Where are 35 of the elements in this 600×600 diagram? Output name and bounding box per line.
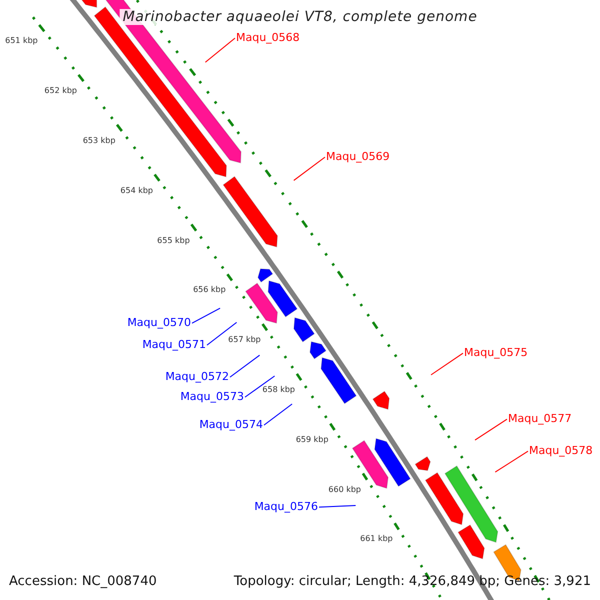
gene-label: Maqu_0577	[508, 412, 572, 425]
gene-label: Maqu_0574	[199, 418, 263, 431]
gene-label: Maqu_0575	[464, 346, 528, 359]
leader-line	[230, 354, 260, 378]
scale-label: 655 kbp	[157, 236, 190, 246]
leader-line	[293, 156, 326, 181]
scale-label: 653 kbp	[82, 136, 116, 146]
scale-label: 654 kbp	[120, 186, 154, 196]
gene-label: Maqu_0576	[254, 500, 318, 513]
scale-label: 656 kbp	[193, 285, 226, 296]
leader-line	[244, 375, 276, 398]
gene-label: Maqu_0573	[180, 390, 244, 403]
leader-line	[206, 322, 238, 346]
scale-label: 657 kbp	[228, 335, 261, 346]
scale-label: 651 kbp	[5, 36, 38, 46]
leader-line	[192, 308, 221, 324]
footer-text: Topology: circular; Length: 4,326,849 bp; Genes: 3,921	[234, 574, 591, 590]
leader-line	[204, 38, 236, 63]
scale-label: 660 kbp	[328, 484, 361, 495]
gene-label: Maqu_0570	[127, 316, 191, 329]
leader-line	[264, 403, 293, 426]
footer-text: Accession: NC_008740	[9, 574, 157, 590]
scale-label: 661 kbp	[360, 534, 393, 544]
gene-label: Maqu_0578	[529, 444, 593, 457]
leader-line	[318, 504, 356, 508]
scale-label: 658 kbp	[262, 384, 296, 395]
gene-label: Maqu_0568	[236, 31, 300, 44]
gene-label: Maqu_0572	[165, 370, 229, 383]
leader-line	[474, 418, 508, 441]
scale-label: 659 kbp	[296, 434, 328, 445]
scale-label: 652 kbp	[44, 86, 77, 96]
gene-label: Maqu_0569	[326, 150, 390, 163]
gene-label: Maqu_0571	[142, 338, 206, 351]
leader-line	[494, 450, 528, 473]
leader-line	[430, 352, 464, 376]
